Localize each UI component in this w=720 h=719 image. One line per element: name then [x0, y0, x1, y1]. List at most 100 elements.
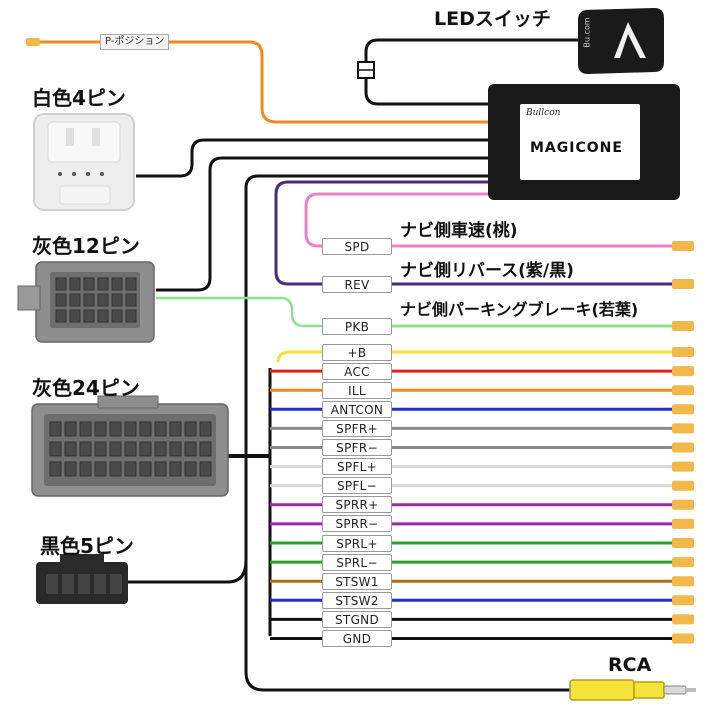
gray12-label: 灰色12ピン	[32, 234, 140, 258]
pin	[79, 421, 92, 437]
white4-cable	[136, 138, 492, 178]
black5-cable	[126, 559, 248, 584]
pin	[111, 293, 123, 307]
wire-tag: STSW1	[322, 572, 392, 590]
white4-connector	[33, 113, 135, 211]
pin	[109, 421, 122, 437]
main-trunk	[244, 174, 590, 692]
wire-tag: SPRL+	[322, 534, 392, 552]
pin	[64, 421, 77, 437]
pin	[97, 293, 109, 307]
rev-source-wire	[274, 180, 492, 286]
gray24-label: 灰色24ピン	[32, 376, 140, 400]
wire-tag: ACC	[322, 362, 392, 380]
led-switch-label: LEDスイッチ	[434, 8, 551, 30]
gray24-pins	[49, 421, 212, 477]
pin	[55, 309, 67, 323]
pin	[83, 293, 95, 307]
pin	[139, 461, 152, 477]
pin	[69, 277, 81, 291]
pin	[49, 461, 62, 477]
pin	[154, 441, 167, 457]
wire-tag: STGND	[322, 610, 392, 628]
pin	[139, 441, 152, 457]
wire-terminal	[672, 633, 694, 644]
wire-rows	[270, 241, 694, 644]
pin	[49, 421, 62, 437]
pin	[184, 421, 197, 437]
pin	[79, 441, 92, 457]
pin	[64, 441, 77, 457]
wire-terminal	[672, 279, 694, 289]
pin	[124, 461, 137, 477]
wire-terminal	[672, 480, 694, 491]
pin	[79, 461, 92, 477]
wire-tag: SPFL−	[322, 477, 392, 495]
spd-source-wire	[304, 192, 492, 248]
wire-terminal	[672, 576, 694, 587]
pin	[111, 277, 123, 291]
rca-plug-tip	[663, 685, 687, 695]
pin	[154, 461, 167, 477]
wire-tag: ANTCON	[322, 400, 392, 418]
rca-label: RCA	[608, 654, 652, 676]
nav-parking-label: ナビ側パーキングブレーキ(若葉)	[400, 300, 639, 319]
wire-tag: SPRR+	[322, 496, 392, 514]
rca-plug-body	[569, 679, 635, 701]
pin	[199, 441, 212, 457]
wire-terminal	[672, 461, 694, 472]
wire-tag: PKB	[322, 317, 392, 335]
pin	[184, 441, 197, 457]
nav-reverse-label: ナビ側リバース(紫/黒)	[400, 261, 574, 281]
wire-tag: +B	[322, 343, 392, 361]
wire-terminal	[672, 595, 694, 606]
wire-terminal	[672, 321, 694, 331]
pin	[69, 293, 81, 307]
wire-tag: ILL	[322, 381, 392, 399]
wire-tag: SPFR−	[322, 439, 392, 456]
wire-terminal	[672, 557, 694, 568]
pin	[124, 421, 137, 437]
wire-tag: SPFL+	[322, 458, 392, 476]
white4-label: 白色4ピン	[32, 86, 126, 110]
gray12-pins	[55, 277, 137, 323]
wire-terminal	[672, 442, 694, 453]
pin	[184, 461, 197, 477]
gray12-cable	[156, 156, 492, 292]
p-position-wire	[38, 40, 492, 124]
wire-terminal	[672, 423, 694, 434]
pin	[109, 441, 122, 457]
pin	[125, 309, 137, 323]
pin	[111, 309, 123, 323]
switch-logo: Bu.com	[582, 17, 592, 48]
wire-terminal	[672, 347, 694, 357]
pin	[69, 309, 81, 323]
pin	[109, 461, 122, 477]
pin	[199, 421, 212, 437]
wire-tag: REV	[322, 275, 392, 293]
wire-tag: STSW2	[322, 591, 392, 609]
pin	[55, 277, 67, 291]
pin	[169, 421, 182, 437]
pin	[125, 293, 137, 307]
pkb-source-wire	[156, 296, 322, 328]
pin	[49, 441, 62, 457]
wire-terminal	[672, 614, 694, 625]
pin	[94, 441, 107, 457]
wire-tag: SPRL−	[322, 553, 392, 571]
black5-connector	[36, 554, 128, 604]
pin	[124, 441, 137, 457]
pin	[169, 441, 182, 457]
wire-terminal	[672, 518, 694, 529]
wire-terminal	[672, 241, 694, 251]
wire-tag: SPRR−	[322, 515, 392, 533]
wire-tag: SPD	[322, 237, 392, 255]
pin	[97, 309, 109, 323]
pin	[83, 309, 95, 323]
pin	[83, 277, 95, 291]
nav-speed-label: ナビ側車速(桃)	[400, 221, 518, 241]
pin	[64, 461, 77, 477]
p-position-tag: P-ポジション	[100, 34, 170, 50]
wire-terminal	[672, 538, 694, 548]
